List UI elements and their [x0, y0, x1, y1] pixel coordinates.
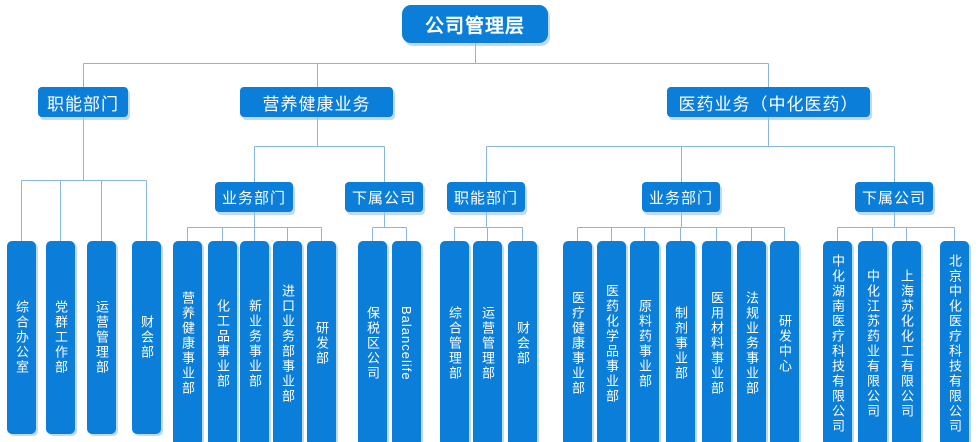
org-leaf-import-business-div: 进口业务部事业部 [273, 241, 302, 442]
org-leaf-shanghai-suhua-chemical: 上海苏化化工有限公司 [892, 241, 921, 442]
connector-nutrition-business-depts [187, 212, 322, 241]
connector-pharma-subsidiaries [837, 212, 955, 241]
org-leaf-medical-health-div: 医疗健康事业部 [563, 241, 592, 442]
connector-nutrition-subsidiaries [372, 212, 407, 241]
org-leaf-rnd-dept: 研发部 [307, 241, 336, 442]
org-node-pharma-business: 医药业务（中化医药） [667, 87, 870, 117]
connector-nutrition-to-level3 [254, 117, 385, 182]
org-leaf-general-mgmt-dept: 综合管理部 [440, 241, 469, 442]
org-node-functional-depts: 职能部门 [38, 87, 128, 117]
org-leaf-sinochem-jiangsu-pharma: 中化江苏药业有限公司 [858, 241, 887, 442]
connector-pharma-functional-depts [454, 212, 523, 241]
org-leaf-nutrition-health-div: 营养健康事业部 [173, 241, 202, 442]
org-leaf-regulatory-div: 法规业务事业部 [737, 241, 766, 442]
org-leaf-sinochem-hunan-medical: 中化湖南医疗科技有限公司 [823, 241, 852, 442]
org-leaf-general-office: 综合办公室 [7, 241, 36, 434]
org-leaf-chemical-products-div: 化工品事业部 [208, 241, 237, 442]
org-node-company-management: 公司管理层 [402, 5, 548, 43]
org-leaf-pharma-chemicals-div: 医药化学品事业部 [597, 241, 626, 442]
org-leaf-beijing-sinochem-medical: 北京中化医疗科技有限公司 [940, 241, 969, 442]
connector-functional-to-depts [21, 117, 147, 241]
connector-pharma-business-depts [577, 212, 785, 241]
org-leaf-medical-materials-div: 医用材料事业部 [702, 241, 731, 442]
org-leaf-finance-accounting: 财会部 [508, 241, 537, 442]
org-leaf-balancelife: Balancelife [392, 241, 421, 442]
connector-pharma-to-level3 [486, 117, 895, 182]
org-node-nutrition-health: 营养健康业务 [240, 87, 393, 117]
org-leaf-operations-mgmt-dept: 运营管理部 [473, 241, 502, 442]
org-leaf-operations-dept: 运营管理部 [87, 241, 116, 434]
org-node-nutrition-business-depts: 业务部门 [215, 182, 293, 212]
org-leaf-new-business-div: 新业务事业部 [240, 241, 269, 442]
org-leaf-rnd-center: 研发中心 [770, 241, 799, 442]
org-leaf-bonded-zone-company: 保税区公司 [358, 241, 387, 442]
org-node-nutrition-subsidiaries: 下属公司 [345, 182, 423, 212]
org-leaf-api-div: 原料药事业部 [630, 241, 659, 442]
org-leaf-finance-dept: 财会部 [132, 241, 161, 434]
connector-root-to-level2 [83, 43, 769, 87]
org-node-pharma-subsidiaries: 下属公司 [855, 182, 933, 212]
org-node-pharma-functional-depts: 职能部门 [447, 182, 525, 212]
org-leaf-party-mass-dept: 党群工作部 [46, 241, 75, 434]
org-node-pharma-business-depts: 业务部门 [642, 182, 720, 212]
org-leaf-formulation-div: 制剂事业部 [666, 241, 695, 442]
